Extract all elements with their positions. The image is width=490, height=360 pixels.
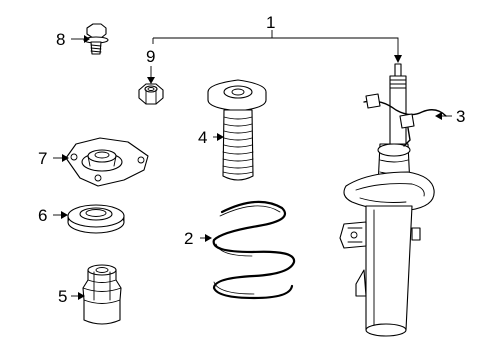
callout-6-number: 6 bbox=[38, 206, 47, 225]
callout-1-leader bbox=[152, 30, 402, 63]
callout-4-number: 4 bbox=[198, 128, 207, 147]
nut-part-9 bbox=[138, 83, 164, 105]
coil-spring-part-2 bbox=[212, 200, 296, 300]
bearing-part-6 bbox=[67, 204, 125, 234]
callout-2-number: 2 bbox=[184, 229, 193, 248]
callout-1-number: 1 bbox=[266, 13, 275, 32]
callout-7-leader bbox=[53, 154, 69, 162]
dust-boot-part-4 bbox=[207, 79, 267, 181]
callout-2-leader bbox=[200, 234, 212, 242]
upper-mount-part-7 bbox=[65, 137, 149, 187]
callout-9-number: 9 bbox=[146, 47, 155, 66]
bump-stop-part-5 bbox=[82, 264, 122, 325]
callout-6-leader bbox=[53, 211, 68, 219]
callout-3-number: 3 bbox=[456, 107, 465, 126]
callout-5-leader bbox=[71, 292, 85, 300]
callout-8-number: 8 bbox=[56, 30, 65, 49]
callout-3-leader bbox=[435, 112, 452, 120]
bolt-part-8 bbox=[83, 23, 109, 55]
callout-4-leader bbox=[213, 133, 224, 141]
callout-8-leader bbox=[71, 35, 90, 43]
callout-9-leader bbox=[147, 66, 155, 84]
callout-7-number: 7 bbox=[38, 149, 47, 168]
callout-5-number: 5 bbox=[58, 287, 67, 306]
strut-assembly-part-1 bbox=[339, 63, 447, 337]
